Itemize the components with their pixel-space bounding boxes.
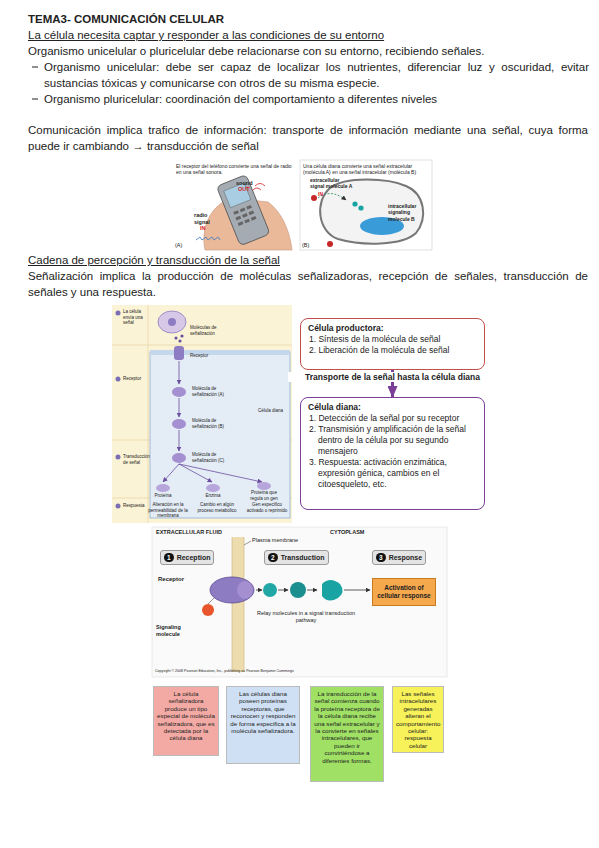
step-name: Transduction [281,554,325,561]
step-header: 2Transduction [264,550,329,565]
figure-label: Receptor [190,353,208,359]
step-number: 3 [376,553,386,562]
figure-label: Molécula de señalización (C) [192,452,232,463]
explanation-box: Las señales intracelulares generadas alt… [392,686,444,753]
signal-label: intracellular signaling molecule B [388,203,430,222]
bullet-text: Organismo pluricelular: coordinación del… [44,91,589,107]
figure-label: Moléculas de señalización [190,325,232,336]
list-item: 1. Detección de la señal por su receptor [308,413,477,424]
list-item: 3. Respuesta: activación enzimática, exp… [308,457,477,490]
figure-label: EXTRACELLULAR FLUID [156,529,226,536]
figure-label: Signaling molecule [156,624,200,638]
figure-label: Proteína que regula un gen [246,490,282,501]
signal-label: OUT [238,186,250,193]
signal-label: IN [318,191,323,197]
box-heading: Célula diana: [308,402,477,413]
bullet-text: Organismo unicelular: debe ser capaz de … [44,59,589,91]
figure-label: Enzima [198,493,228,499]
figure-label: Plasma membrane [252,537,298,544]
section-heading: Cadena de percepción y transducción de l… [28,252,588,268]
step-header: 1Reception [160,550,214,565]
figure-label: Relay molecules in a signal transduction… [250,610,362,624]
figure-caption: El receptor del teléfono convierte una s… [176,163,294,176]
body-text: Comunicación implica trafico de informac… [28,122,588,154]
box-text: La célula señalizadora produce un tipo e… [157,690,215,742]
figure-label: Copyright © 2008 Pearson Education, Inc.… [155,669,294,673]
figure-label: Transducción de señal [123,454,147,465]
list-item: 2. Liberación de la molécula de señal [308,345,477,356]
figure-caption: Una célula diana convierte una señal ext… [303,163,429,176]
box-text: La transducción de la señal comienza cua… [314,690,380,764]
signal-label: radio signal [194,212,218,226]
figure-label: Proteína [148,493,178,499]
section-heading: La célula necesita captar y responder a … [28,27,588,43]
bullet-dash [32,99,38,100]
box-heading: Célula productora: [308,323,477,334]
phone-illustration [172,160,298,250]
step-number: 2 [268,553,278,562]
figure-label: CYTOPLASM [330,529,364,536]
response-box: Activation of cellular response [372,578,436,606]
signal-chain-illustration [112,305,292,523]
box-text: Las señales intracelulares generadas alt… [396,690,440,749]
pathway-illustration [152,527,447,677]
step-number: 1 [164,553,174,562]
list-item: 1. Síntesis de la molécula de señal [308,334,477,345]
figure-label: Cambio en algún proceso metabólico [195,502,239,513]
list-item: 2. Transmisión y amplificación de la señ… [308,424,477,457]
step-name: Response [389,554,422,561]
figure-label: Molécula de señalización (A) [192,386,232,397]
figure-label: La célula envía una señal [123,309,147,326]
signal-label: sound [236,180,253,187]
page-title: TEMA3- COMUNICACIÓN CELULAR [28,11,588,27]
figure-label: Receptor [158,576,184,584]
figure-label: Receptor [123,376,147,382]
box-text: Las células diana poseen proteínas recep… [230,690,296,734]
signal-label: IN [200,225,206,232]
figure-label: Gen específico activado o reprimido [244,502,290,513]
panel-letter: (A) [175,242,182,249]
figure-label: Respuesta [123,503,147,509]
explanation-box: La célula señalizadora produce un tipo e… [153,686,219,756]
step-header: 3Response [372,550,426,565]
producer-box: Célula productora:1. Síntesis de la molé… [300,318,485,370]
box-text: Activation of cellular response [376,584,432,600]
body-text: Señalización implica la producción de mo… [28,268,588,300]
step-name: Reception [177,554,211,561]
bullet-dash [32,67,38,68]
cell-illustration [300,160,432,250]
target-box: Célula diana:1. Detección de la señal po… [300,397,485,510]
arrow-label: Transporte de la señal hasta la célula d… [288,372,498,382]
figure-label: Alteración en la permeabilidad de la mem… [146,502,190,519]
figure-label: Célula diana [258,408,288,414]
explanation-box: La transducción de la señal comienza cua… [310,686,384,782]
body-text: Organismo unicelular o pluricelular debe… [28,43,588,59]
explanation-box: Las células diana poseen proteínas recep… [226,686,300,764]
figure-label: Molécula de señalización (B) [192,418,232,429]
panel-letter: (B) [302,242,309,249]
signal-label: extracellular signal molecule A [310,177,354,190]
